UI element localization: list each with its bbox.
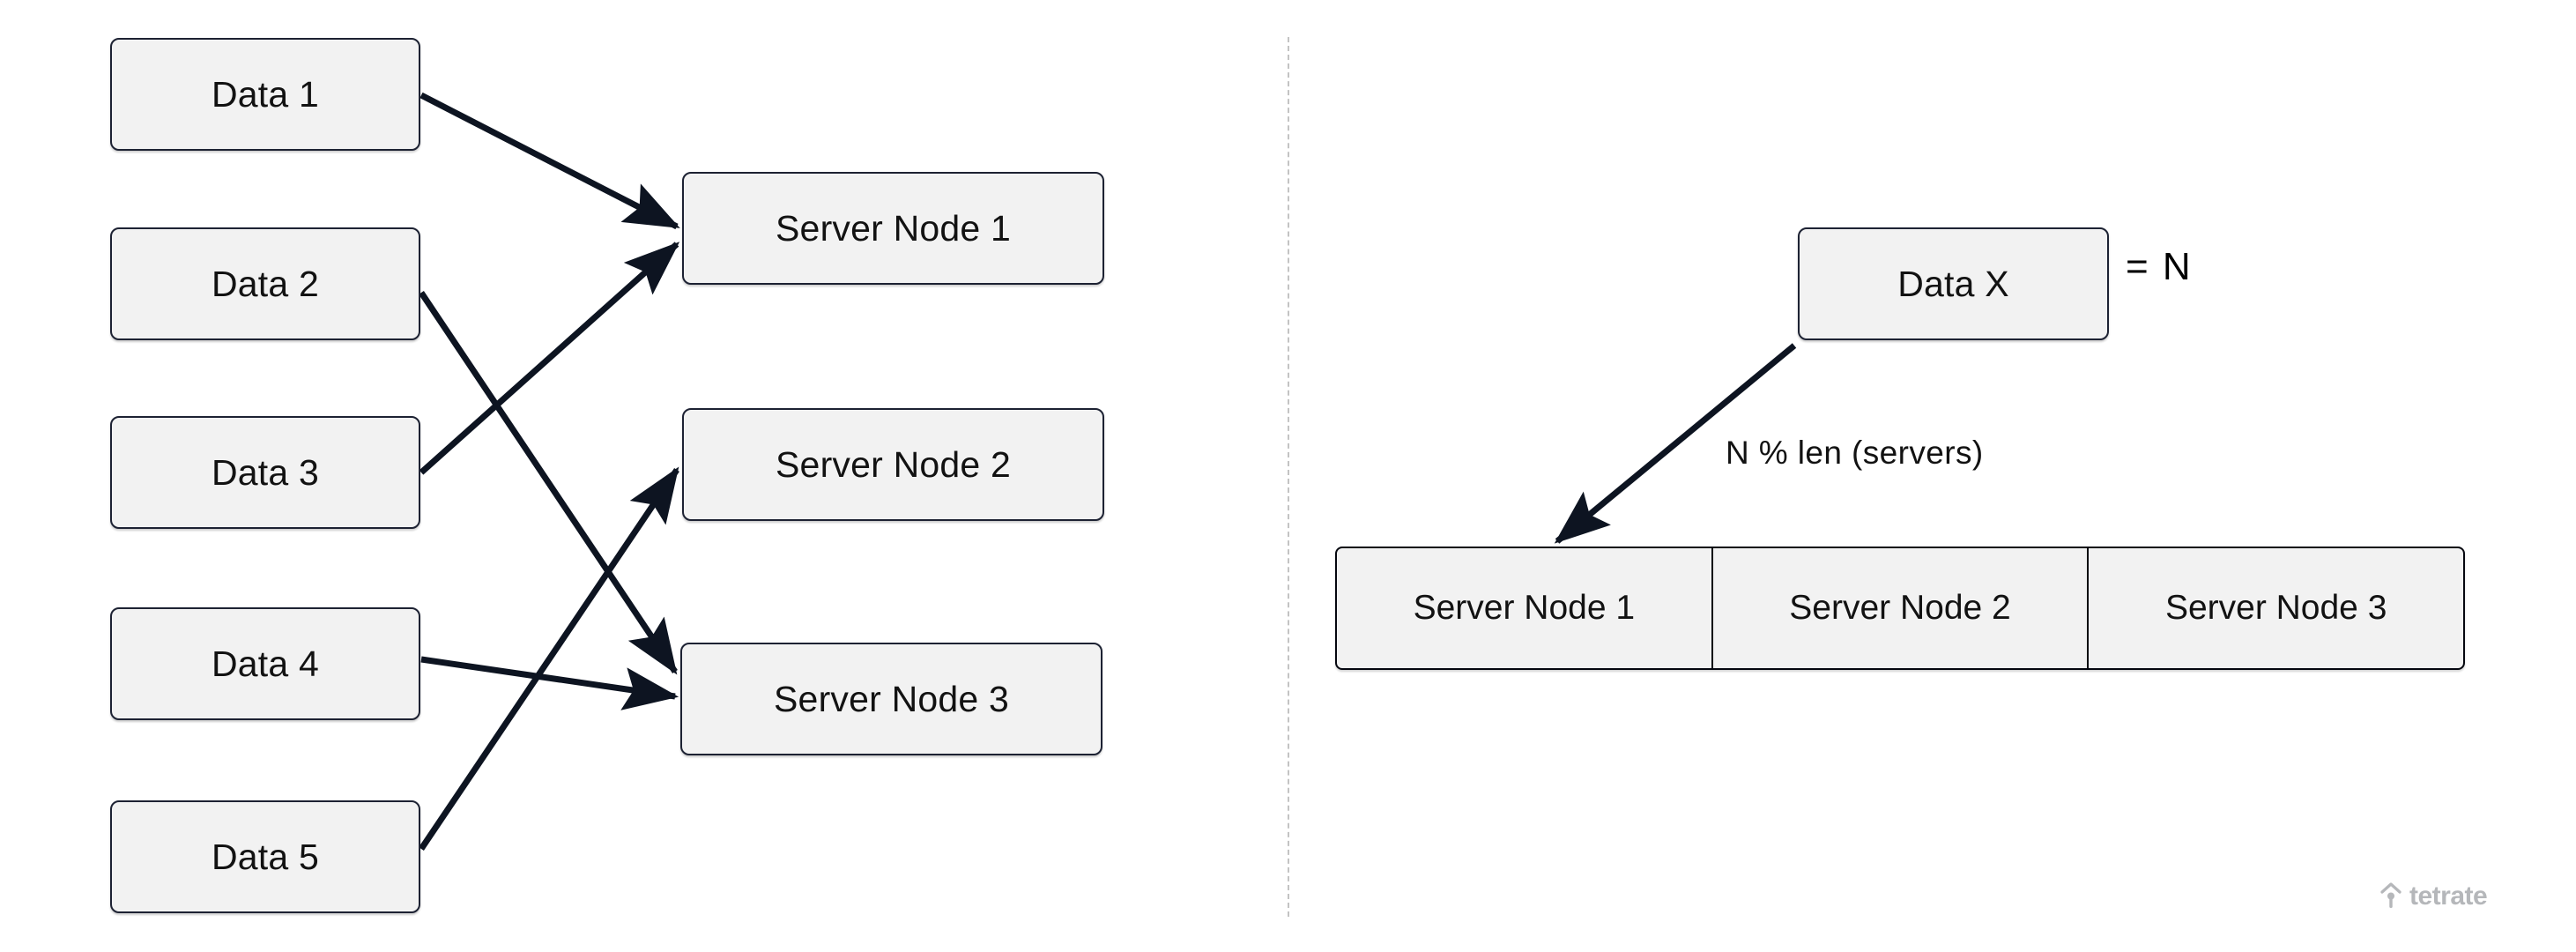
equals-n-label: = N — [2126, 245, 2193, 288]
brand-text: tetrate — [2409, 881, 2488, 911]
server-node-label: Server Node 1 — [776, 207, 1011, 249]
ring-cell-label: Server Node 2 — [1789, 589, 2011, 627]
ring-cell-label: Server Node 3 — [2164, 589, 2387, 627]
server-ring: Server Node 1 Server Node 2 Server Node … — [1335, 547, 2465, 670]
server-node-2[interactable]: Server Node 2 — [682, 408, 1104, 521]
data-node-4[interactable]: Data 4 — [110, 607, 420, 720]
edge-data2-to-server3 — [419, 291, 678, 675]
data-node-label: Data 4 — [212, 643, 319, 684]
brand-logo: tetrate — [2379, 881, 2488, 911]
data-node-1[interactable]: Data 1 — [110, 38, 420, 151]
data-node-label: Data 3 — [212, 451, 319, 493]
server-node-label: Server Node 3 — [774, 678, 1009, 719]
edge-data3-to-server1 — [419, 242, 680, 475]
data-x-node[interactable]: Data X — [1798, 227, 2109, 340]
data-node-label: Data 5 — [212, 836, 319, 877]
data-node-label: Data 2 — [212, 263, 319, 304]
server-node-1[interactable]: Server Node 1 — [682, 172, 1104, 285]
modulo-edge-label: N % len (servers) — [1726, 435, 1984, 471]
server-node-3[interactable]: Server Node 3 — [680, 643, 1102, 755]
server-node-label: Server Node 2 — [776, 443, 1011, 485]
ring-cell-label: Server Node 1 — [1413, 589, 1636, 627]
panel-divider — [1288, 37, 1289, 917]
edge-data1-to-server1 — [419, 92, 680, 230]
data-node-2[interactable]: Data 2 — [110, 227, 420, 340]
data-node-3[interactable]: Data 3 — [110, 416, 420, 529]
ring-cell-server-1[interactable]: Server Node 1 — [1337, 548, 1713, 668]
tetrate-arrow-icon — [2380, 882, 2402, 908]
edge-data5-to-server2 — [419, 466, 679, 851]
data-node-label: Data 1 — [212, 73, 319, 115]
ring-cell-server-2[interactable]: Server Node 2 — [1713, 548, 2090, 668]
data-node-5[interactable]: Data 5 — [110, 800, 420, 913]
ring-cell-server-3[interactable]: Server Node 3 — [2089, 548, 2463, 668]
data-x-label: Data X — [1897, 263, 2009, 304]
edge-data4-to-server3 — [420, 656, 679, 710]
